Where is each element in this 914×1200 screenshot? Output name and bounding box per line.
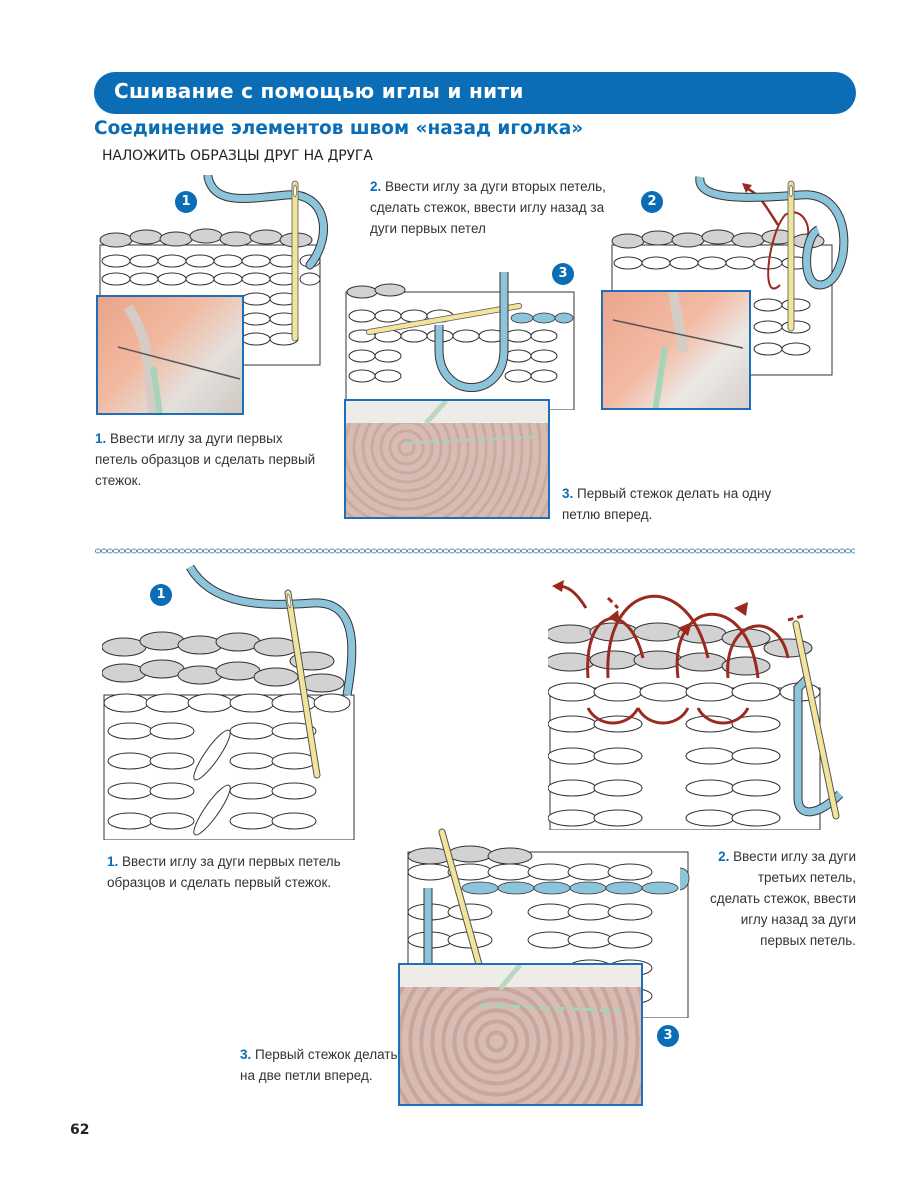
step-text: Ввести иглу за дуги первых петель образц… <box>95 431 316 488</box>
photo-step3-seam-result <box>344 399 550 519</box>
knit-diagram-step3 <box>345 272 575 410</box>
photo-s2-step3-seam-result <box>398 963 643 1106</box>
step-badge-s2-3: 3 <box>657 1025 679 1047</box>
step-text: Ввести иглу за дуги вторых петель, сдела… <box>370 179 606 236</box>
caption-s1-step3: 3. Первый стежок делать на одну петлю вп… <box>562 483 782 525</box>
caption-s2-step2: 2. Ввести иглу за дуги третьих петель, с… <box>706 846 856 951</box>
knit-diagram-s2-step2 <box>548 580 843 830</box>
photo-step1-needle-insertion <box>96 295 244 415</box>
step-number: 1. <box>107 854 119 869</box>
step-text: Ввести иглу за дуги первых петель образц… <box>107 854 341 890</box>
step-badge-s2-1: 1 <box>150 584 172 606</box>
step-text: Первый стежок делать на одну петлю впере… <box>562 486 772 522</box>
banner-title: Сшивание с помощью иглы и нити <box>114 79 524 103</box>
page-number: 62 <box>70 1122 90 1138</box>
step-badge-1: 1 <box>175 191 197 213</box>
caption-s1-step1: 1. Ввести иглу за дуги первых петель обр… <box>95 428 325 491</box>
instruction-text: НАЛОЖИТЬ ОБРАЗЦЫ ДРУГ НА ДРУГА <box>102 148 373 164</box>
step-number: 2. <box>718 849 730 864</box>
knit-diagram-s2-step1 <box>102 565 357 840</box>
page-subtitle: Соединение элементов швом «назад иголка» <box>94 118 584 139</box>
step-badge-2: 2 <box>641 191 663 213</box>
step-number: 2. <box>370 179 382 194</box>
step-number: 1. <box>95 431 107 446</box>
caption-s2-step3: 3. Первый стежок делать на две петли впе… <box>240 1044 400 1086</box>
step-number: 3. <box>562 486 574 501</box>
step-text: Первый стежок делать на две петли вперед… <box>240 1047 398 1083</box>
section-banner: Сшивание с помощью иглы и нити <box>94 72 856 114</box>
step-number: 3. <box>240 1047 252 1062</box>
caption-s2-step1: 1. Ввести иглу за дуги первых петель обр… <box>107 851 377 893</box>
section-divider <box>95 548 855 554</box>
step-badge-3: 3 <box>552 263 574 285</box>
photo-step2-needle-back <box>601 290 751 410</box>
caption-s1-step2: 2. Ввести иглу за дуги вторых петель, сд… <box>370 176 610 239</box>
step-text: Ввести иглу за дуги третьих петель, сдел… <box>709 849 856 948</box>
